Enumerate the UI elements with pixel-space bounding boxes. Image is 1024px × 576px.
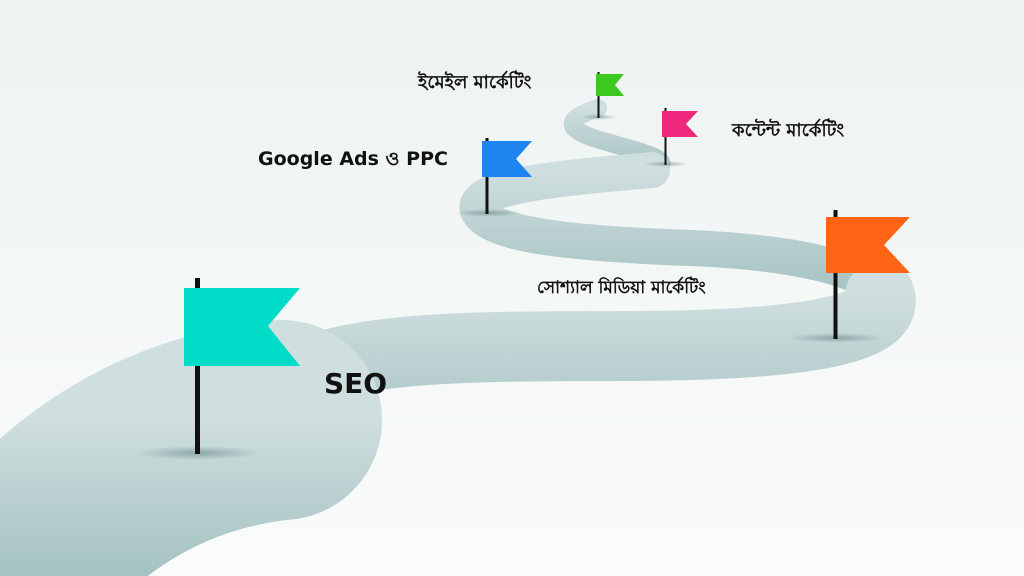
flag-google — [454, 138, 532, 217]
flag-social-cloth — [826, 217, 910, 273]
road-segment-foreground — [0, 320, 382, 576]
milestone-label-seo: SEO — [324, 367, 388, 400]
flag-seo — [136, 278, 300, 460]
flag-content-cloth — [662, 111, 698, 137]
milestone-label-social-media-marketing: সোশ্যাল মিডিয়া মার্কেটিং — [537, 278, 706, 298]
flag-google-cloth — [482, 141, 532, 177]
flag-social-pole — [833, 210, 838, 339]
flag-email-cloth — [596, 74, 624, 96]
flag-social — [788, 210, 910, 343]
flag-seo-cloth — [184, 288, 300, 366]
milestone-label-email-marketing: ইমেইল মার্কেটিং — [418, 72, 532, 93]
milestone-label-content-marketing: কন্টেন্ট মার্কেটিং — [732, 120, 845, 141]
flag-email — [581, 72, 624, 120]
flag-content — [644, 108, 698, 167]
milestone-label-google-ads: Google Ads ও PPC — [258, 148, 448, 170]
road-segment-mid — [459, 152, 898, 314]
